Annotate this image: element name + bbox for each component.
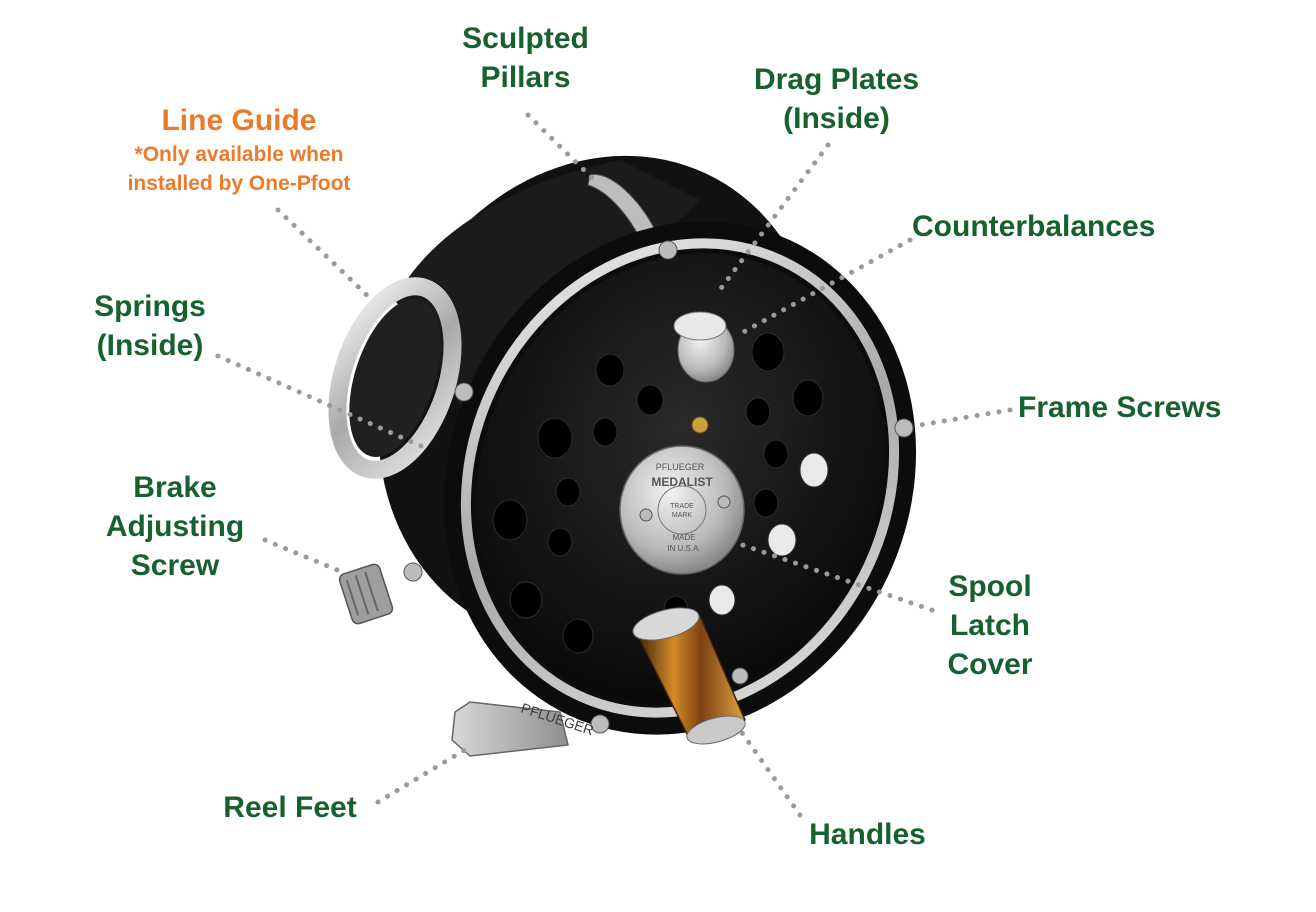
spool-latch-cover: PFLUEGER MEDALIST TRADE MARK MADE IN U.S… — [619, 445, 745, 575]
leader-line-guide — [275, 207, 375, 303]
label-text: Spool — [948, 570, 1032, 603]
label-text: Screw — [130, 549, 220, 582]
leader-spool-latch — [731, 539, 935, 613]
frame-screws — [403, 240, 914, 734]
brake-adjusting-screw — [338, 563, 394, 625]
label-text: Pillars — [480, 61, 571, 94]
spool-holes — [492, 332, 829, 654]
label-counterbalances: Counterbalances — [912, 207, 1187, 246]
leader-sculpted-pillars — [525, 112, 595, 181]
label-note: installed by One-Pfoot — [127, 172, 351, 195]
cap-made-text: MADE — [672, 533, 695, 542]
label-text: Cover — [947, 648, 1033, 681]
cap-usa-text: IN U.S.A. — [667, 544, 700, 553]
label-drag-plates: Drag Plates (Inside) — [724, 60, 949, 138]
leader-lines — [215, 112, 1013, 818]
label-text: Sculpted — [462, 22, 589, 55]
label-text: (Inside) — [783, 102, 890, 135]
leader-frame-screws — [917, 407, 1013, 428]
cap-trade-text: TRADE — [670, 503, 694, 510]
label-text: Drag Plates — [753, 63, 920, 96]
label-text: (Inside) — [96, 329, 204, 362]
reel-handle — [632, 607, 747, 745]
label-handles: Handles — [790, 815, 945, 854]
label-brake-adjusting-screw: Brake Adjusting Screw — [80, 468, 270, 585]
label-note: *Only available when — [134, 143, 344, 166]
label-text: Adjusting — [105, 510, 245, 543]
label-spool-latch-cover: Spool Latch Cover — [920, 567, 1060, 684]
label-springs: Springs (Inside) — [60, 287, 240, 365]
leader-drag-plates — [713, 142, 831, 298]
label-text: Brake — [133, 471, 217, 504]
cap-brand-text: PFLUEGER — [656, 462, 705, 472]
label-text: Handles — [809, 818, 926, 851]
label-frame-screws: Frame Screws — [1018, 388, 1258, 427]
counterbalance-knob — [673, 311, 735, 434]
label-text: Counterbalances — [912, 210, 1156, 243]
label-text: Line Guide — [161, 104, 317, 137]
label-text: Latch — [949, 609, 1030, 642]
line-guide-ring — [328, 277, 462, 479]
label-sculpted-pillars: Sculpted Pillars — [413, 19, 638, 97]
leader-counterbalances — [735, 237, 913, 338]
cap-mark-text: MARK — [672, 512, 693, 519]
label-reel-feet: Reel Feet — [205, 788, 375, 827]
label-text: Frame Screws — [1018, 391, 1222, 424]
reel-foot — [451, 701, 569, 757]
label-text: Springs — [94, 290, 206, 323]
leader-handles — [737, 727, 803, 818]
cap-model-text: MEDALIST — [651, 475, 713, 489]
label-text: Reel Feet — [223, 791, 357, 824]
leader-brake-screw — [262, 537, 345, 575]
label-line-guide: Line Guide *Only available when installe… — [94, 101, 384, 198]
leader-reel-feet — [375, 745, 471, 805]
